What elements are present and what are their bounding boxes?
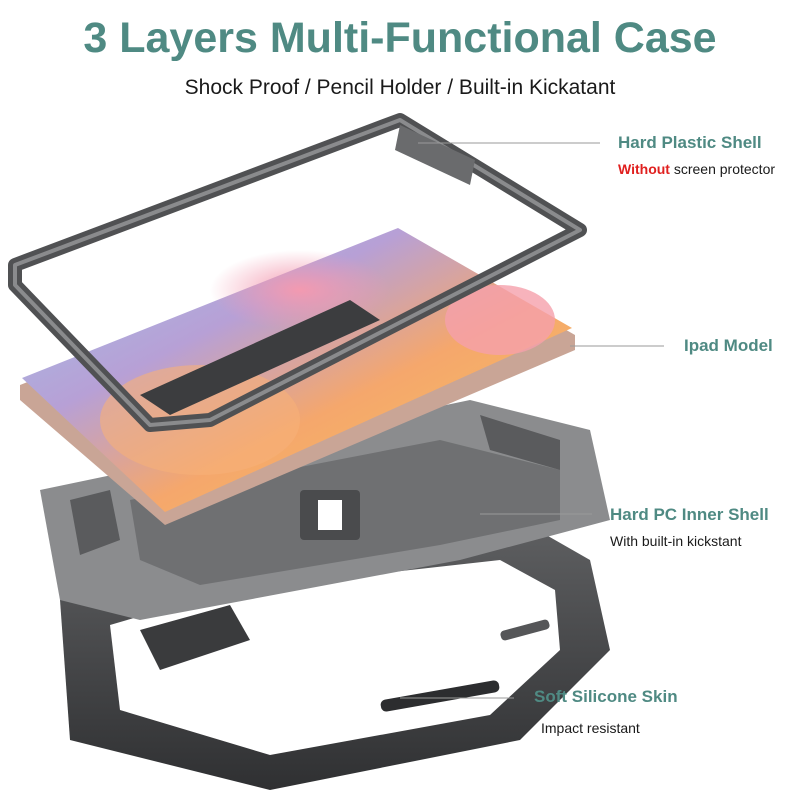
note-emphasis: Without: [618, 161, 670, 177]
label-hard-plastic-shell: Hard Plastic Shell: [618, 133, 762, 152]
page-title: 3 Layers Multi-Functional Case: [83, 14, 717, 62]
note-hard-plastic-shell: Without screen protector: [618, 161, 775, 177]
label-ipad-model: Ipad Model: [684, 336, 773, 355]
plastic-shell-layer: [8, 113, 587, 432]
page-subtitle: Shock Proof / Pencil Holder / Built-in K…: [184, 76, 616, 99]
note-text: screen protector: [669, 161, 776, 177]
note-soft-silicone-skin: Impact resistant: [541, 720, 640, 736]
label-hard-pc-inner-shell: Hard PC Inner Shell: [610, 505, 769, 524]
note-hard-pc-inner-shell: With built-in kickstant: [610, 533, 742, 549]
inner-shell-layer: [40, 400, 610, 620]
label-soft-silicone-skin: Soft Silicone Skin: [534, 687, 678, 706]
